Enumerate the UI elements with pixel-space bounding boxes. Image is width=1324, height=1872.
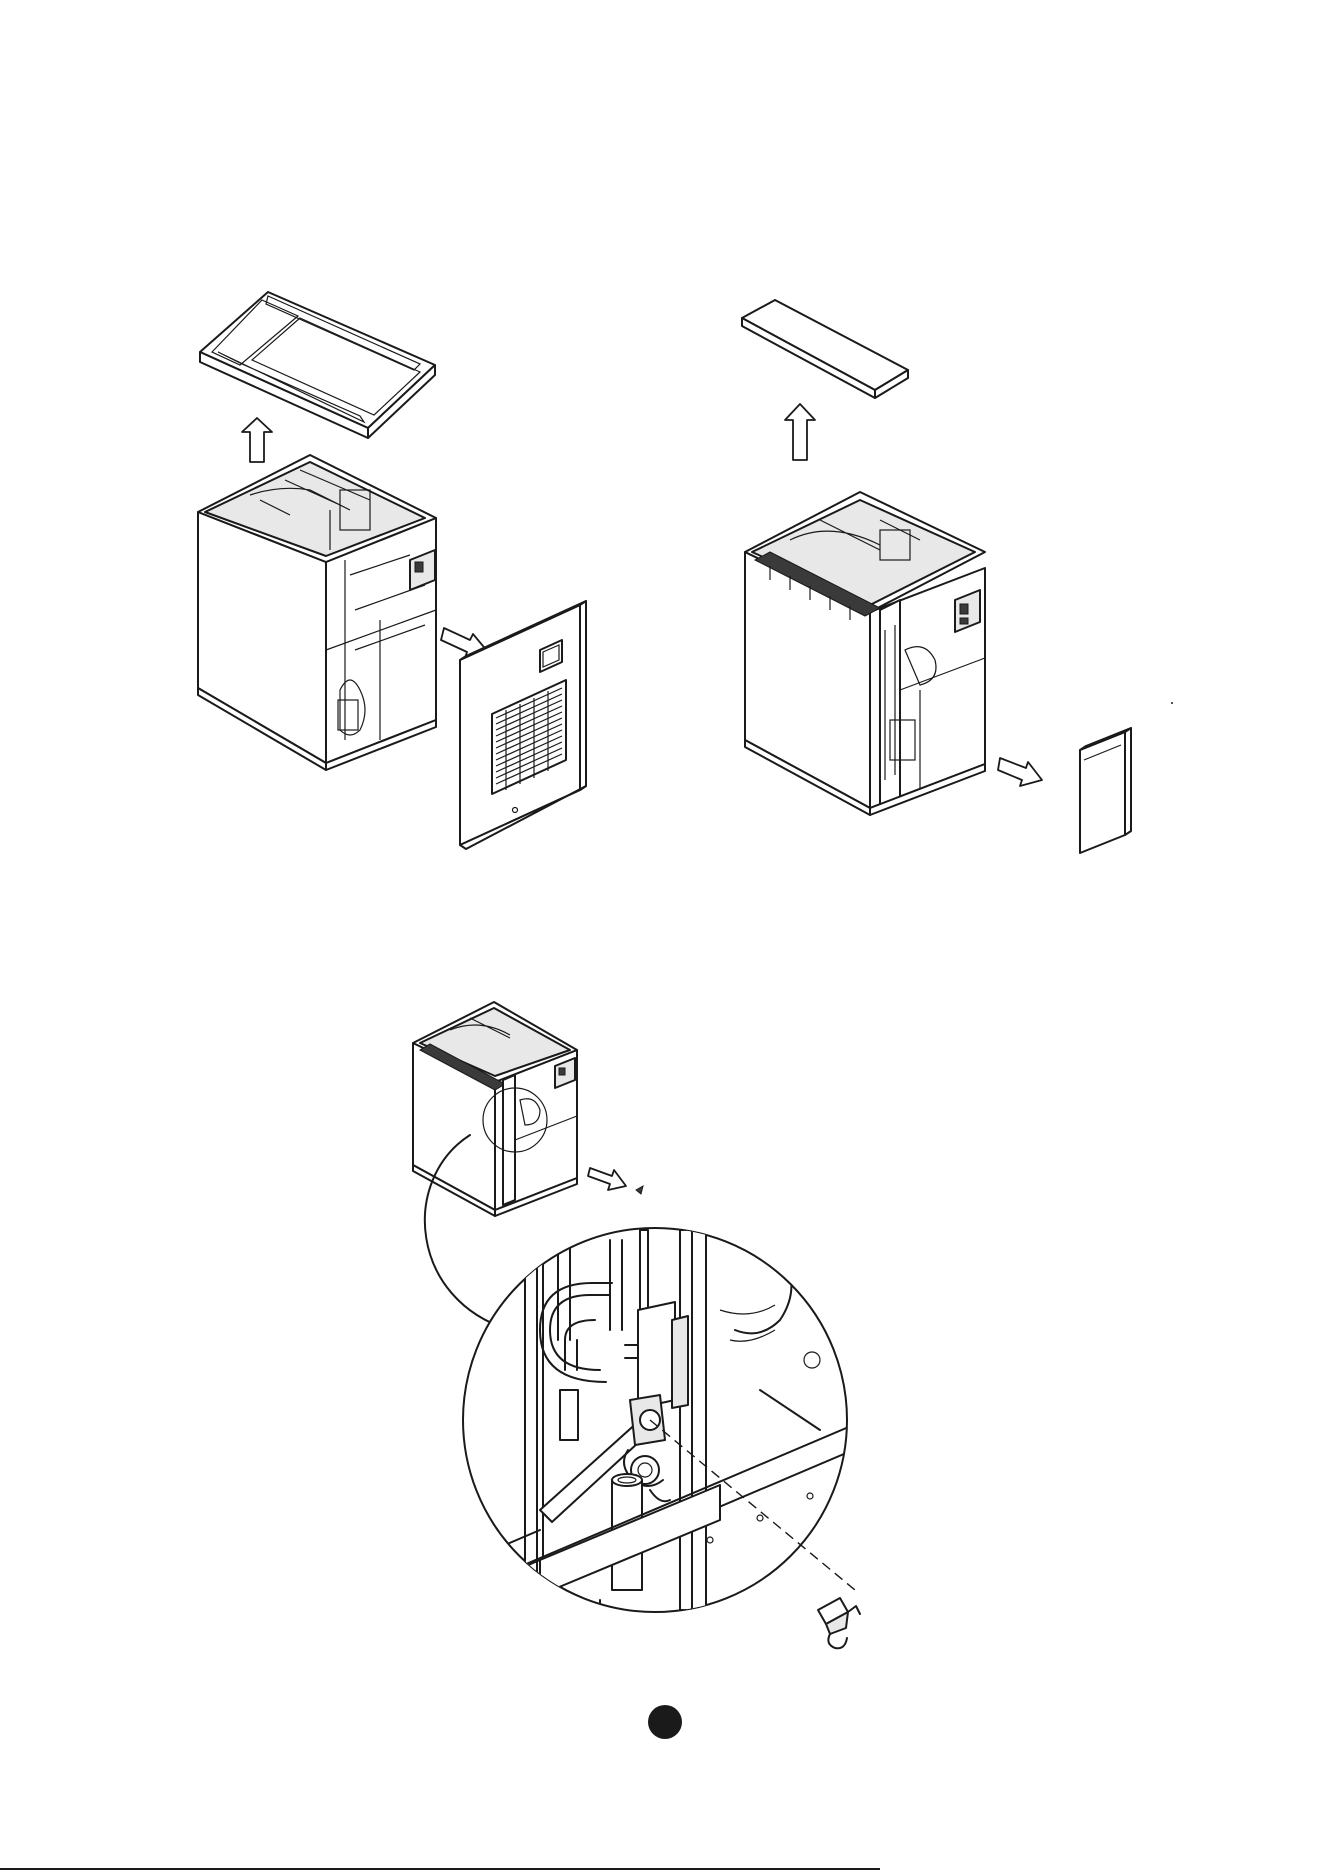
cabinet-open-front [745, 492, 985, 815]
cabinet-small [413, 1002, 577, 1216]
lift-up-arrow-icon [785, 404, 815, 460]
inner-top-panel [742, 300, 908, 398]
remove-right-arrow-icon [998, 758, 1042, 786]
front-grille-panel [460, 601, 586, 849]
figure-top-left [198, 292, 586, 849]
footer-rule [0, 1868, 880, 1870]
float-switch-clip [818, 1598, 860, 1648]
side-access-panel [1080, 728, 1131, 853]
figure-bottom [413, 1002, 865, 1648]
top-cover-panel [200, 292, 435, 438]
lift-up-arrow-icon [242, 418, 272, 462]
page-number-marker-icon [648, 1705, 682, 1739]
cabinet-body [198, 455, 436, 770]
figure-top-right [742, 300, 1173, 853]
detail-magnifier-circle [463, 1228, 865, 1630]
direction-arrow-icon [588, 1168, 626, 1190]
